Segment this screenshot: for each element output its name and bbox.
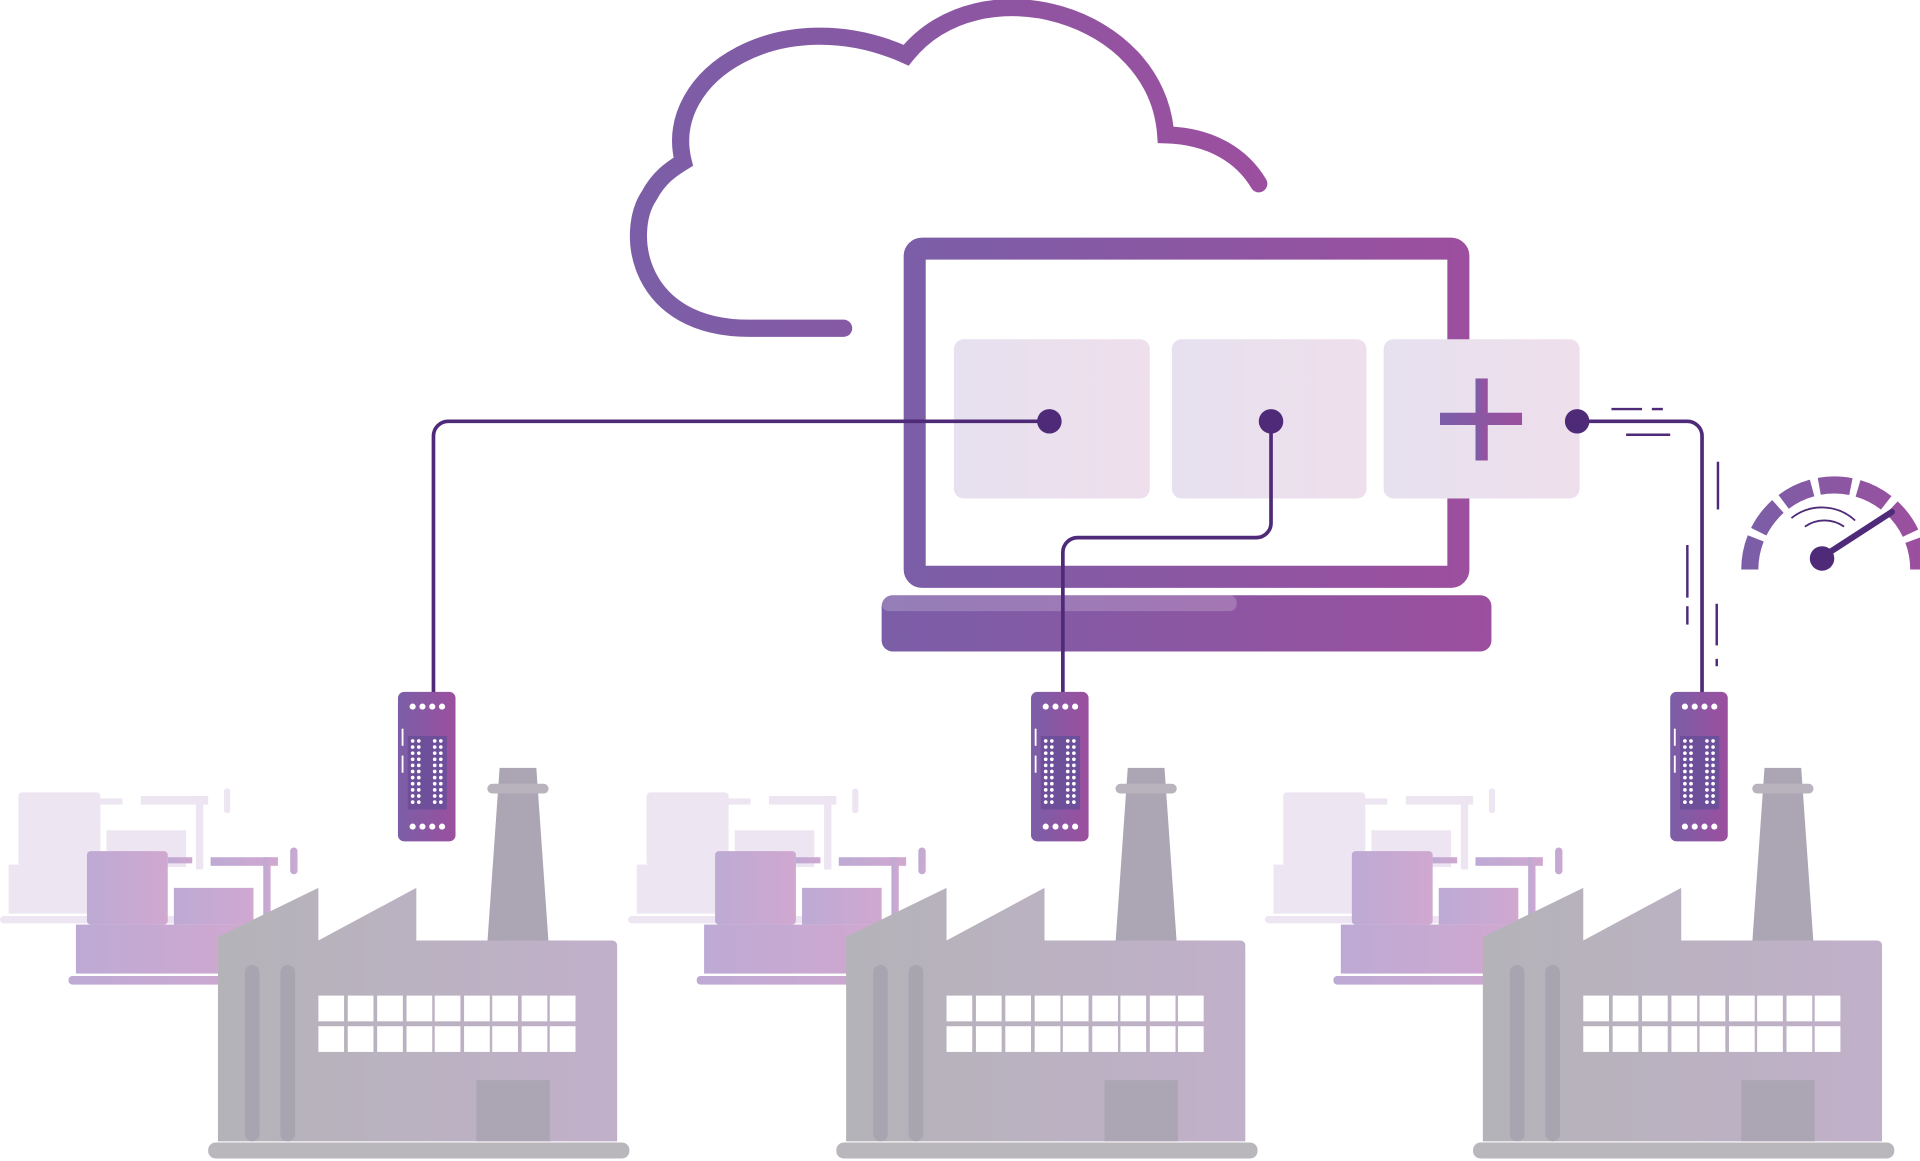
connection-dot — [1258, 409, 1284, 434]
plus-icon — [1440, 378, 1523, 461]
factory-icon — [1265, 768, 1894, 1159]
speed-lines — [1611, 407, 1720, 667]
cloud-icon — [629, 0, 1268, 337]
speedometer-icon — [1741, 476, 1920, 571]
connection-dot — [1037, 409, 1062, 434]
factory-icon — [628, 768, 1257, 1159]
io-module-icon — [1670, 692, 1728, 841]
io-module-icon — [1031, 692, 1089, 841]
factory-icon — [0, 768, 629, 1159]
connection-dot — [1564, 409, 1590, 434]
connector-lines — [431, 419, 1704, 694]
io-module-icon — [398, 692, 456, 841]
